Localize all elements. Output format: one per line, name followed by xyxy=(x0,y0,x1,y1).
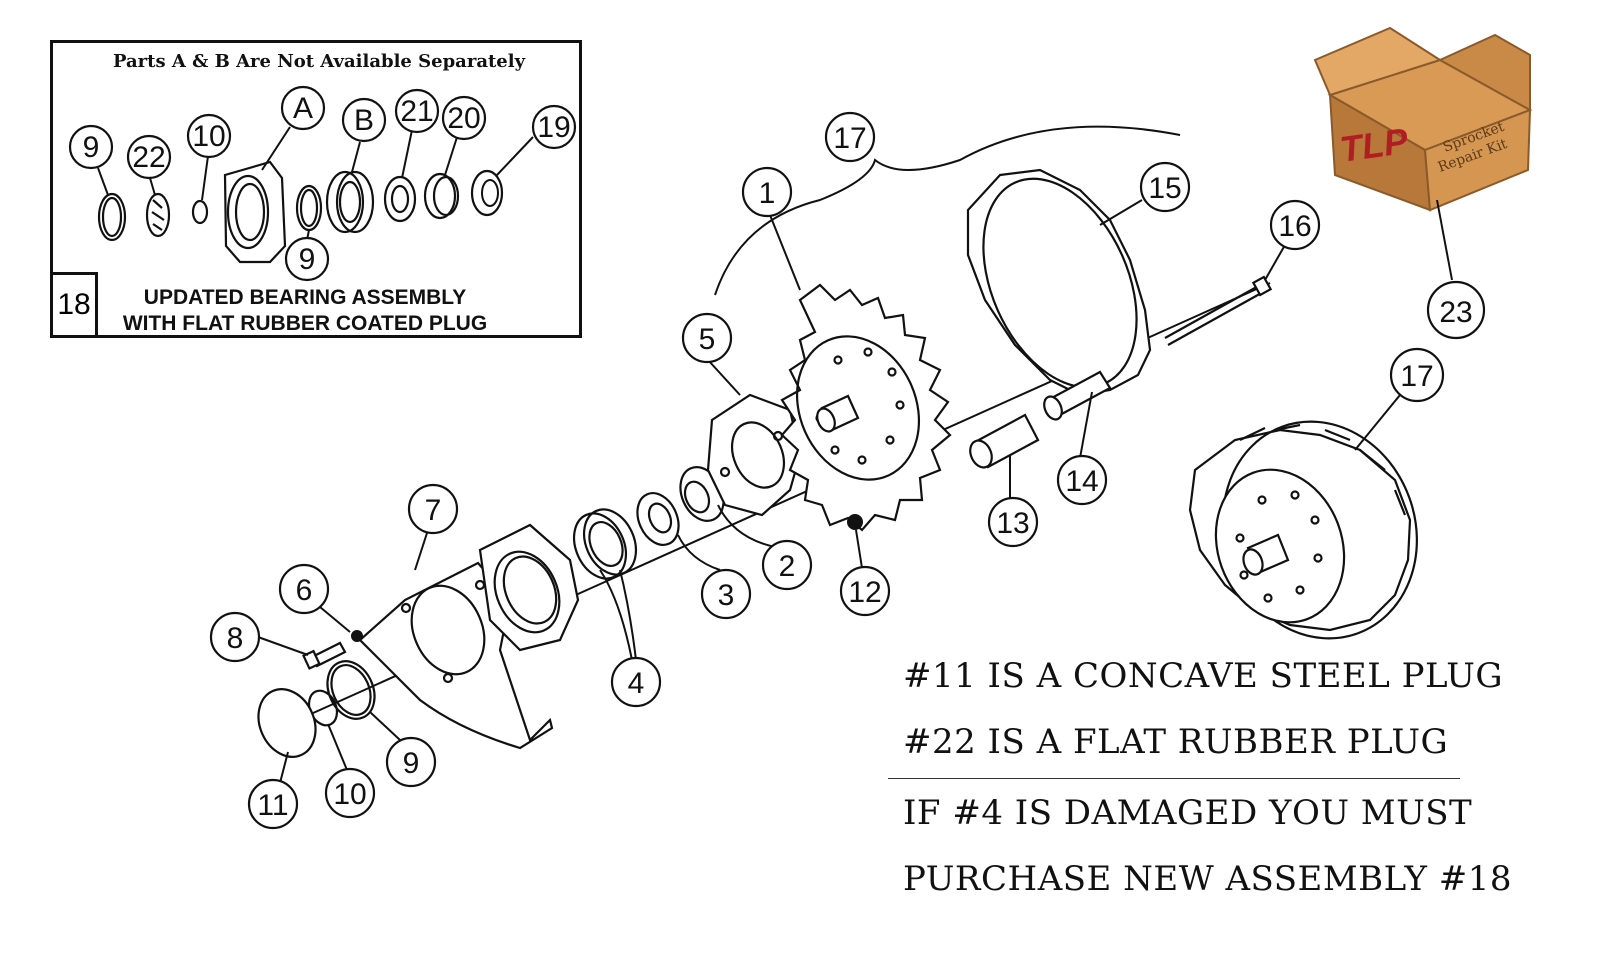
note-damage-line1: IF #4 IS DAMAGED YOU MUST xyxy=(903,793,1473,833)
callout-2: 2 xyxy=(761,539,813,591)
callout-5: 5 xyxy=(681,312,733,364)
callout-12: 12 xyxy=(839,565,891,617)
svg-text:B: B xyxy=(354,104,374,137)
notes-divider xyxy=(888,778,1460,779)
part-15-gasket xyxy=(966,168,1152,397)
part-8-bolt xyxy=(302,641,347,670)
callout-15: 15 xyxy=(1139,161,1191,213)
callout-13: 13 xyxy=(987,496,1039,548)
svg-text:1: 1 xyxy=(759,177,776,210)
svg-text:5: 5 xyxy=(699,323,716,356)
callout-17-right: 17 xyxy=(1389,347,1445,403)
part-13-sleeve xyxy=(969,413,1040,469)
callout-22: 22 xyxy=(126,134,172,180)
callout-1: 1 xyxy=(741,166,793,218)
svg-text:9: 9 xyxy=(299,243,316,276)
inset-leaders xyxy=(97,126,534,241)
svg-text:2: 2 xyxy=(779,550,796,583)
svg-text:20: 20 xyxy=(447,102,480,135)
svg-text:19: 19 xyxy=(537,111,570,144)
part-3-bearing xyxy=(636,492,680,546)
note-plug-11: #11 IS A CONCAVE STEEL PLUG xyxy=(903,656,1504,696)
svg-text:4: 4 xyxy=(628,667,645,700)
inset-caption-line2: WITH FLAT RUBBER COATED PLUG xyxy=(122,312,488,335)
svg-text:9: 9 xyxy=(403,747,420,780)
callout-a: A xyxy=(280,85,326,131)
svg-text:6: 6 xyxy=(296,574,313,607)
callout-9-main: 9 xyxy=(385,736,437,788)
inset-bearing-assembly-box: Parts A & B Are Not Available Separately… xyxy=(50,40,582,338)
svg-text:7: 7 xyxy=(425,494,442,527)
svg-text:8: 8 xyxy=(227,622,244,655)
callout-19: 19 xyxy=(531,104,577,150)
note-plug-22: #22 IS A FLAT RUBBER PLUG xyxy=(903,722,1449,762)
part-14-spacer xyxy=(1043,370,1112,421)
svg-text:10: 10 xyxy=(192,120,225,153)
part-9-snap-ring xyxy=(326,660,376,720)
part-12-nut xyxy=(847,514,863,530)
callout-23: 23 xyxy=(1426,280,1486,340)
svg-text:12: 12 xyxy=(848,576,881,609)
part-4-bearing-cup xyxy=(572,508,638,580)
part-4-flange xyxy=(478,523,580,652)
callout-20: 20 xyxy=(441,95,487,141)
callout-8: 8 xyxy=(209,611,261,663)
callout-17-top: 17 xyxy=(824,111,876,163)
main-callouts: 17 1 15 16 23 5 17 14 13 12 2 3 4 7 6 8 … xyxy=(209,111,1486,830)
callout-4: 4 xyxy=(610,656,662,708)
callout-14: 14 xyxy=(1056,454,1108,506)
part-11-plug xyxy=(257,688,317,758)
svg-text:21: 21 xyxy=(400,95,433,128)
callout-21: 21 xyxy=(394,88,440,134)
callout-16: 16 xyxy=(1269,199,1321,251)
sprocket-repair-kit-box: TLP Sprocket Repair Kit xyxy=(1313,26,1533,212)
svg-text:14: 14 xyxy=(1065,465,1098,498)
svg-text:17: 17 xyxy=(833,122,866,155)
note-damage-line2: PURCHASE NEW ASSEMBLY #18 xyxy=(903,859,1513,899)
part-1-sprocket xyxy=(780,283,952,532)
svg-text:11: 11 xyxy=(257,789,288,822)
part-16-bolt xyxy=(1164,275,1273,346)
inset-caption-line1: UPDATED BEARING ASSEMBLY xyxy=(143,286,467,309)
svg-text:16: 16 xyxy=(1278,210,1311,243)
kit-brand-logo: TLP xyxy=(1337,120,1411,170)
inset-caption: UPDATED BEARING ASSEMBLY WITH FLAT RUBBE… xyxy=(105,285,505,337)
inset-callouts: 9 22 10 A B 21 20 19 9 xyxy=(68,85,577,282)
svg-text:10: 10 xyxy=(333,778,366,811)
svg-text:A: A xyxy=(293,92,313,125)
svg-text:17: 17 xyxy=(1400,360,1433,393)
part-5-flange-plate xyxy=(706,393,802,517)
callout-7: 7 xyxy=(407,483,459,535)
callout-6: 6 xyxy=(278,563,330,615)
part-6-washer xyxy=(351,630,363,642)
inset-parts-drawing xyxy=(97,160,504,264)
callout-3: 3 xyxy=(700,568,752,620)
callout-11: 11 xyxy=(247,778,299,830)
svg-text:13: 13 xyxy=(996,507,1029,540)
callout-9-inset-a: 9 xyxy=(68,124,114,170)
svg-text:15: 15 xyxy=(1148,172,1181,205)
svg-text:23: 23 xyxy=(1439,296,1472,329)
inset-assembly-number: 18 xyxy=(50,272,98,338)
svg-text:3: 3 xyxy=(718,579,735,612)
callout-b: B xyxy=(341,97,387,143)
part-17-assembled-sprocket xyxy=(1188,420,1418,640)
callout-10-inset: 10 xyxy=(186,113,232,159)
callout-9-inset-b: 9 xyxy=(284,236,330,282)
svg-text:22: 22 xyxy=(132,141,165,174)
svg-text:9: 9 xyxy=(83,131,100,164)
callout-10-main: 10 xyxy=(324,767,376,819)
inset-title: Parts A & B Are Not Available Separately xyxy=(112,51,526,72)
